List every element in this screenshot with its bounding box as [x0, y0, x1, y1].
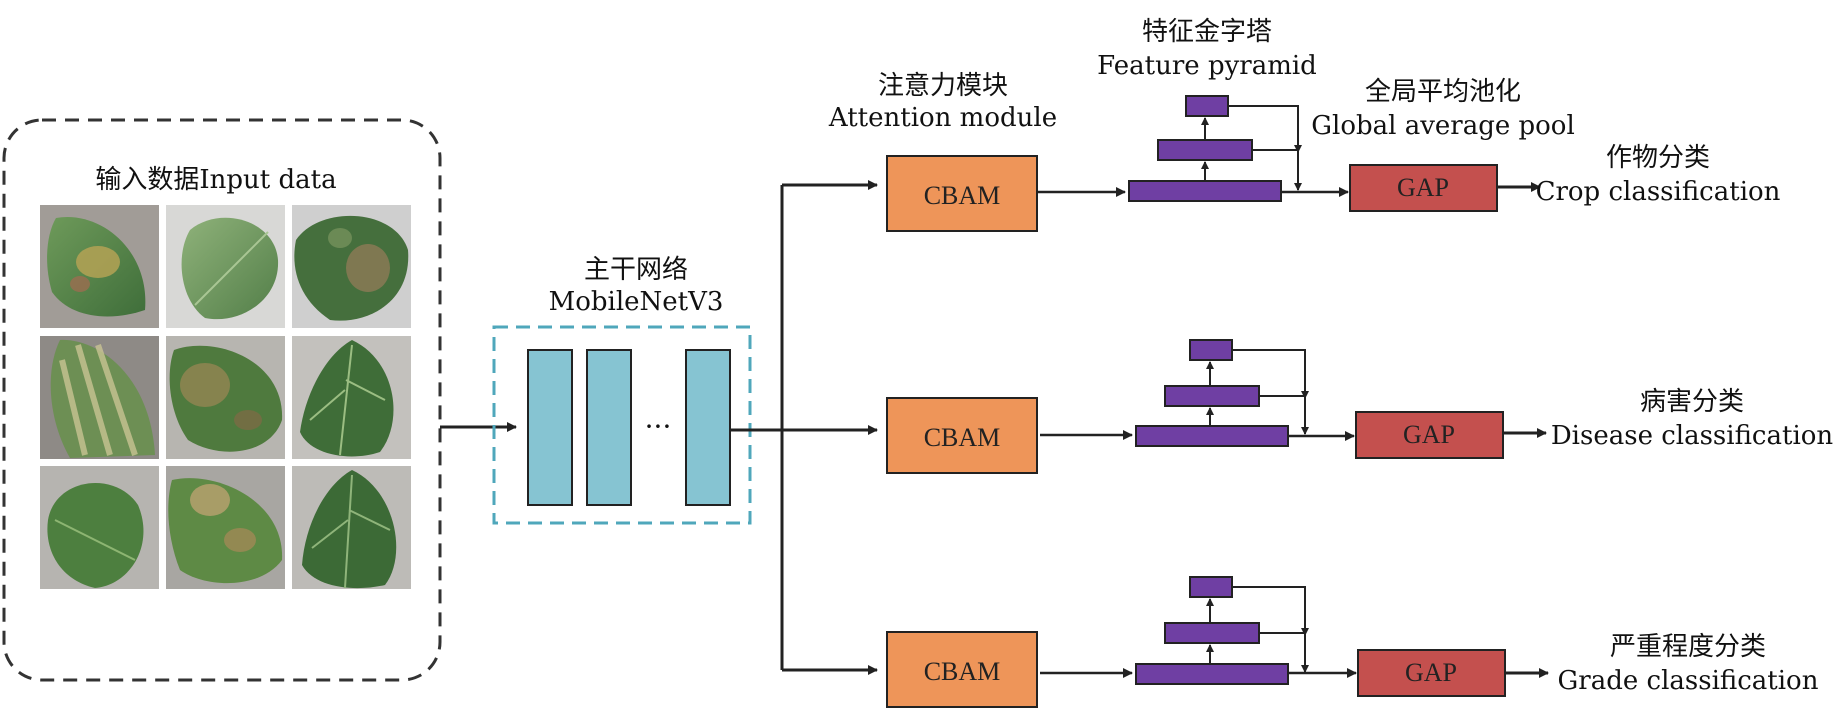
- cbam-block: [886, 397, 1038, 474]
- cbam-label: CBAM: [924, 423, 1001, 452]
- output-label-cn: 作物分类: [1606, 143, 1710, 173]
- leaf-image-4: [40, 336, 159, 459]
- attention-title-en: Attention module: [828, 103, 1057, 133]
- leaf-image-8: [166, 466, 285, 589]
- leaf-image-1: [40, 205, 159, 328]
- attention-title-cn: 注意力模块: [878, 71, 1008, 101]
- leaf-image-3: [292, 205, 411, 328]
- pyramid-level-2: [1164, 622, 1260, 644]
- gap-title-cn: 全局平均池化: [1365, 77, 1521, 107]
- input-title: 输入数据Input data: [95, 165, 336, 195]
- cbam-label: CBAM: [924, 657, 1001, 686]
- gap-label: GAP: [1397, 173, 1449, 202]
- backbone-layer-2: [586, 349, 632, 506]
- gap-block: [1349, 164, 1498, 212]
- pyramid-level-1: [1135, 663, 1289, 685]
- pyramid-level-2: [1164, 385, 1260, 407]
- pyramid-level-2: [1157, 139, 1253, 161]
- output-label-cn: 病害分类: [1640, 387, 1744, 417]
- gap-block: [1355, 411, 1504, 459]
- pyramid-level-3: [1189, 339, 1233, 361]
- gap-title-en: Global average pool: [1311, 111, 1575, 141]
- output-label-en: Crop classification: [1536, 177, 1781, 207]
- branch-crop: CBAM GAP 作物分类 Crop classification: [886, 95, 1781, 232]
- leaf-grid: [40, 205, 411, 589]
- leaf-image-2: [166, 205, 285, 328]
- leaf-image-6: [292, 336, 411, 459]
- branch-grade: CBAM GAP 严重程度分类 Grade classification: [886, 576, 1819, 708]
- backbone-title-en: MobileNetV3: [549, 287, 724, 317]
- branch-connectors: [730, 180, 878, 675]
- backbone-title-cn: 主干网络: [584, 255, 688, 285]
- backbone-ellipsis: ···: [645, 410, 672, 443]
- pyramid-level-1: [1128, 180, 1282, 202]
- pyramid-level-3: [1189, 576, 1233, 598]
- leaf-image-7: [40, 466, 159, 589]
- output-label-en: Disease classification: [1551, 421, 1833, 451]
- cbam-label: CBAM: [924, 181, 1001, 210]
- pyramid-level-1: [1135, 425, 1289, 447]
- backbone-layer-n: [685, 349, 731, 506]
- output-label-en: Grade classification: [1558, 666, 1819, 696]
- pyramid-title-en: Feature pyramid: [1097, 51, 1317, 81]
- cbam-block: [886, 155, 1038, 232]
- branch-disease: CBAM GAP 病害分类 Disease classification: [886, 339, 1833, 474]
- leaf-image-9: [292, 466, 411, 589]
- cbam-block: [886, 631, 1038, 708]
- pyramid-title-cn: 特征金字塔: [1142, 17, 1272, 47]
- leaf-image-5: [166, 336, 285, 459]
- backbone-dashed-border: [492, 325, 752, 525]
- pyramid-level-3: [1185, 95, 1229, 117]
- backbone-layer-1: [527, 349, 573, 506]
- gap-label: GAP: [1403, 420, 1455, 449]
- output-label-cn: 严重程度分类: [1610, 632, 1766, 662]
- gap-label: GAP: [1405, 658, 1457, 687]
